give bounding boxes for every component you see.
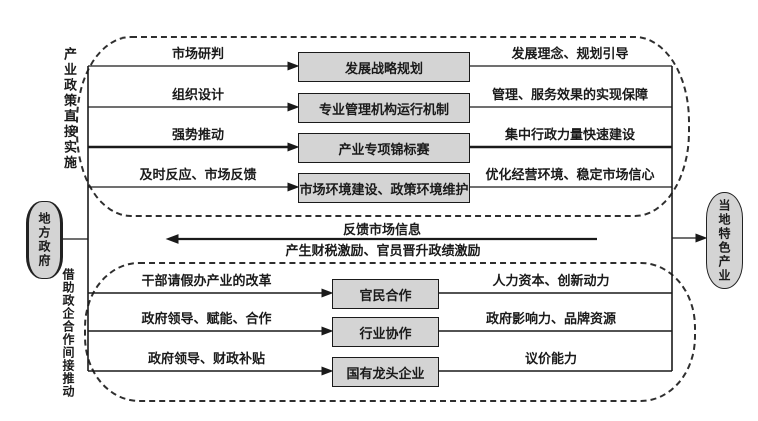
edge-label: 集中行政力量快速建设 xyxy=(504,127,635,142)
edge-label: 人力资本、创新动力 xyxy=(492,273,610,288)
feedback-bottom-label: 产生财税激励、官员晋升政绩激励 xyxy=(285,243,481,258)
arrow-head xyxy=(287,182,300,192)
top-group-dashed-border xyxy=(76,36,690,217)
bottom-group-side-label: 借助政企合作间接推动 xyxy=(61,268,75,398)
edge-label: 议价能力 xyxy=(524,351,577,366)
arrow-head xyxy=(321,326,334,336)
top-group-side-label: 产业政策直接实施 xyxy=(62,47,77,171)
process-box: 国有龙头企业 xyxy=(332,357,439,387)
process-box: 行业协作 xyxy=(332,317,439,347)
local-government-label: 地方政府 xyxy=(37,212,51,268)
arrow-head xyxy=(287,61,300,71)
arrow-head xyxy=(165,234,179,244)
edge-label: 强势推动 xyxy=(171,127,224,142)
edge-label: 政府影响力、品牌资源 xyxy=(485,311,616,326)
arrow-head xyxy=(321,366,334,376)
edge-label: 及时反应、市场反馈 xyxy=(139,167,257,182)
edge-label: 干部请假办产业的改革 xyxy=(141,273,272,288)
process-box: 发展战略规划 xyxy=(298,52,470,82)
edge-label: 优化经营环境、稳定市场信心 xyxy=(485,167,655,182)
edge-label: 政府领导、财政补贴 xyxy=(147,351,265,366)
process-box: 产业专项锦标赛 xyxy=(298,133,470,163)
process-box: 官民合作 xyxy=(332,279,439,309)
edge-label: 组织设计 xyxy=(171,87,224,102)
edge-label: 管理、服务效果的实现保障 xyxy=(491,87,648,102)
arrow-head xyxy=(321,288,334,298)
process-box: 市场环境建设、政策环境维护 xyxy=(298,173,470,203)
process-box: 专业管理机构运行机制 xyxy=(298,93,470,123)
bottom-group-dashed-border xyxy=(84,262,696,402)
local-government-node: 地方政府 xyxy=(26,201,63,279)
edge-label: 发展理念、规划引导 xyxy=(511,46,629,61)
edge-label: 政府领导、赋能、合作 xyxy=(141,311,272,326)
arrow-head xyxy=(287,102,300,112)
edge-label: 市场研判 xyxy=(171,46,224,61)
local-specialty-industry-label: 当地特色产业 xyxy=(717,198,731,283)
arrow-head xyxy=(287,142,300,152)
arrow-head xyxy=(695,233,708,243)
local-specialty-industry-node: 当地特色产业 xyxy=(706,192,743,289)
feedback-top-label: 反馈市场信息 xyxy=(342,222,421,237)
